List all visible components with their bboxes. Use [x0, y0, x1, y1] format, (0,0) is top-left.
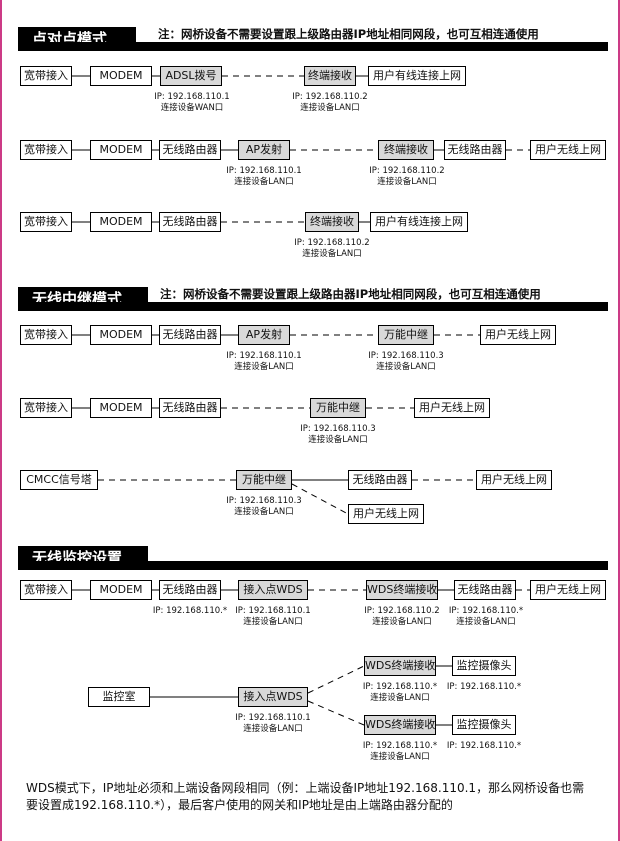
node-broadband: 宽带接入 [20, 325, 72, 345]
node-wds-terminal-receive: WDS终端接收 [364, 656, 436, 676]
node-adsl-dial: ADSL拨号 [160, 66, 222, 86]
ip-label: IP: 192.168.110.3 [226, 496, 302, 506]
node-broadband: 宽带接入 [20, 66, 72, 86]
node-monitor-room: 监控室 [88, 687, 150, 707]
conn-label: 连接设备LAN口 [370, 693, 430, 703]
ip-label: IP: 192.168.110.* [446, 741, 522, 751]
node-user-wired: 用户有线连接上网 [370, 212, 468, 232]
node-wireless-router: 无线路由器 [159, 398, 221, 418]
node-modem: MODEM [90, 212, 152, 232]
node-modem: MODEM [90, 398, 152, 418]
node-cmcc-tower: CMCC信号塔 [20, 470, 98, 490]
node-modem: MODEM [90, 66, 152, 86]
node-user-wired: 用户有线连接上网 [368, 66, 466, 86]
node-user-wireless: 用户无线上网 [414, 398, 490, 418]
ip-label: IP: 192.168.110.* [448, 606, 524, 616]
node-wireless-router: 无线路由器 [454, 580, 516, 600]
section-bar-monitor [18, 561, 608, 570]
node-wireless-router: 无线路由器 [159, 580, 221, 600]
ip-label: IP: 192.168.110.2 [294, 238, 370, 248]
ip-label: IP: 192.168.110.2 [369, 166, 445, 176]
ip-label: IP: 192.168.110.* [362, 741, 438, 751]
node-surveillance-camera: 监控摄像头 [452, 656, 516, 676]
conn-label: 连接设备LAN口 [456, 617, 516, 627]
node-universal-relay: 万能中继 [310, 398, 366, 418]
node-user-wireless: 用户无线上网 [530, 140, 606, 160]
node-access-point-wds: 接入点WDS [238, 580, 308, 600]
ip-label: IP: 192.168.110.* [362, 682, 438, 692]
ip-label: IP: 192.168.110.1 [235, 606, 311, 616]
node-universal-relay: 万能中继 [378, 325, 434, 345]
wireless-link [307, 665, 365, 694]
node-access-point-wds: 接入点WDS [238, 687, 308, 707]
ip-label: IP: 192.168.110.3 [300, 424, 376, 434]
conn-label: 连接设备LAN口 [234, 177, 294, 187]
wireless-link [307, 700, 365, 726]
node-user-wireless: 用户无线上网 [476, 470, 552, 490]
conn-label: 连接设备LAN口 [370, 752, 430, 762]
ip-label: IP: 192.168.110.1 [226, 166, 302, 176]
conn-label: 连接设备LAN口 [377, 177, 437, 187]
section-bar-p2p [18, 42, 608, 51]
conn-label: 连接设备LAN口 [372, 617, 432, 627]
ip-label: IP: 192.168.110.1 [235, 713, 311, 723]
node-wds-terminal-receive: WDS终端接收 [366, 580, 438, 600]
conn-label: 连接设备LAN口 [300, 103, 360, 113]
node-ap-transmit: AP发射 [238, 325, 290, 345]
node-modem: MODEM [90, 325, 152, 345]
ip-label: IP: 192.168.110.2 [364, 606, 440, 616]
section-note-relay: 注：网桥设备不需要设置跟上级路由器IP地址相同网段，也可互相连通使用 [160, 287, 541, 301]
conn-label: 连接设备LAN口 [376, 362, 436, 372]
ip-label: IP: 192.168.110.1 [154, 92, 230, 102]
section-note-p2p: 注：网桥设备不需要设置跟上级路由器IP地址相同网段，也可互相连通使用 [158, 27, 539, 41]
ip-label: IP: 192.168.110.3 [368, 351, 444, 361]
ip-label: IP: 192.168.110.* [152, 606, 228, 616]
node-broadband: 宽带接入 [20, 398, 72, 418]
node-wds-terminal-receive: WDS终端接收 [364, 715, 436, 735]
node-terminal-receive: 终端接收 [305, 212, 359, 232]
conn-label: 连接设备LAN口 [234, 362, 294, 372]
node-modem: MODEM [90, 580, 152, 600]
node-wireless-router: 无线路由器 [444, 140, 506, 160]
conn-label: 连接设备LAN口 [243, 724, 303, 734]
node-universal-relay: 万能中继 [236, 470, 292, 490]
conn-label: 连接设备LAN口 [302, 249, 362, 259]
node-broadband: 宽带接入 [20, 212, 72, 232]
node-terminal-receive: 终端接收 [304, 66, 356, 86]
node-user-wireless: 用户无线上网 [530, 580, 606, 600]
conn-label: 连接设备LAN口 [308, 435, 368, 445]
node-terminal-receive: 终端接收 [378, 140, 434, 160]
node-wireless-router: 无线路由器 [159, 140, 221, 160]
conn-label: 连接设备LAN口 [243, 617, 303, 627]
ip-label: IP: 192.168.110.* [446, 682, 522, 692]
footer-note: WDS模式下，IP地址必须和上端设备网段相同（例：上端设备IP地址192.168… [26, 781, 585, 812]
ip-label: IP: 192.168.110.1 [226, 351, 302, 361]
ip-label: IP: 192.168.110.2 [292, 92, 368, 102]
node-surveillance-camera: 监控摄像头 [452, 715, 516, 735]
node-wireless-router: 无线路由器 [159, 212, 221, 232]
conn-label: 连接设备WAN口 [160, 103, 224, 113]
node-broadband: 宽带接入 [20, 140, 72, 160]
node-user-wireless: 用户无线上网 [348, 504, 424, 524]
conn-label: 连接设备LAN口 [234, 507, 294, 517]
section-bar-relay [18, 302, 608, 311]
node-modem: MODEM [90, 140, 152, 160]
node-wireless-router: 无线路由器 [159, 325, 221, 345]
node-user-wireless: 用户无线上网 [480, 325, 556, 345]
node-wireless-router: 无线路由器 [348, 470, 412, 490]
node-broadband: 宽带接入 [20, 580, 72, 600]
node-ap-transmit: AP发射 [238, 140, 290, 160]
